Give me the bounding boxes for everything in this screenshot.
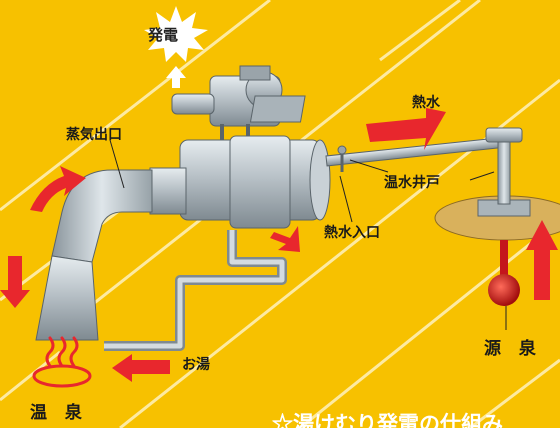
hot-water-label: 熱水 bbox=[412, 95, 440, 111]
steam-outlet-pipe bbox=[35, 169, 153, 341]
arrow-down-left bbox=[0, 256, 30, 308]
generator-unit bbox=[171, 65, 306, 146]
hot-spring-label: 温 泉 bbox=[30, 403, 88, 423]
arrow-source-up bbox=[526, 220, 558, 300]
source-spring-label: 源 泉 bbox=[484, 339, 542, 359]
hot-spring-icon bbox=[32, 336, 92, 388]
evaporator-cylinder bbox=[149, 135, 331, 229]
generation-label: 発電 bbox=[148, 26, 179, 44]
arrow-steam-curve bbox=[30, 166, 86, 212]
sun-burst-icon bbox=[144, 6, 208, 62]
flow-arrows bbox=[0, 108, 558, 382]
leader-lines bbox=[109, 139, 507, 330]
arrow-hot-water-in bbox=[366, 108, 446, 150]
up-arrow-icon bbox=[166, 66, 186, 88]
hot-water-well-label: 温水井戸 bbox=[384, 175, 440, 191]
diagram-caption: ☆湯けむり発電の仕組み bbox=[272, 411, 503, 428]
thermometer-icon bbox=[488, 240, 520, 306]
arrow-to-right bbox=[270, 226, 300, 252]
hot-bath-water-label: お湯 bbox=[182, 357, 210, 373]
arrow-hot-bath bbox=[112, 354, 170, 382]
steam-outlet-label: 蒸気出口 bbox=[66, 127, 122, 143]
hot-water-inlet-label: 熱水入口 bbox=[324, 225, 380, 241]
well-head bbox=[434, 127, 560, 241]
hot-water-pipe bbox=[325, 136, 505, 172]
hot-bath-pipe bbox=[104, 230, 287, 351]
